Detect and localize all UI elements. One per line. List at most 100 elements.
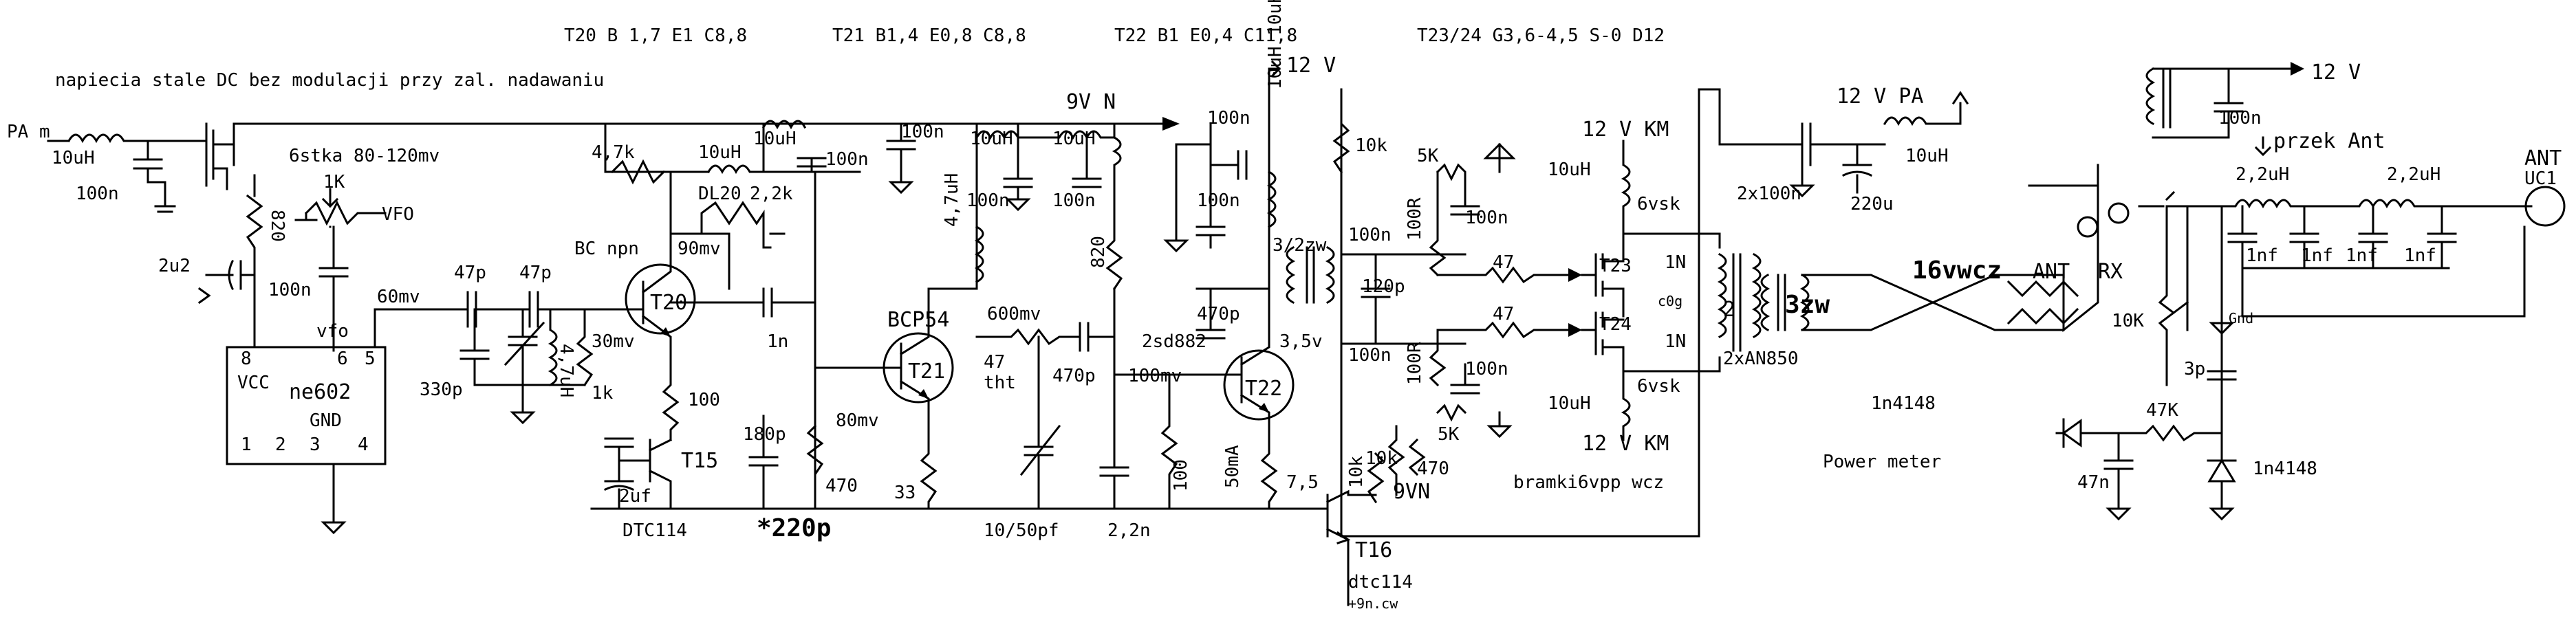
t23-label: T23	[1599, 256, 1632, 276]
t16-stage: T16 dtc114 +9n.cw	[1306, 489, 1413, 612]
c100n-top2-label: 100n	[901, 122, 944, 142]
resistor-470-b	[1408, 438, 1426, 476]
c100n-r-label: 100n	[2218, 108, 2262, 129]
gnd-text-label: Gnd	[2229, 310, 2253, 327]
l10uh-d-label: 10uH	[970, 129, 1013, 149]
t22-voltages-note: T22 B1 E0,4 C11,8	[1114, 25, 1297, 46]
r5k-b-label: 5K	[1438, 424, 1460, 445]
driver-transformer: 3/2zw 100n 120p 100n	[1273, 225, 1466, 366]
inductor-10uh-dl20	[706, 164, 861, 175]
l47uh-b-label: 4,7uH	[942, 173, 962, 227]
inductor-10uh-c	[761, 120, 807, 173]
3zw-label: 3zw	[1785, 291, 1830, 319]
12v-km-bot-label: 12 V KM	[1582, 432, 1669, 456]
vfo-input-label: VFO	[382, 204, 414, 225]
pin2-label: 2	[275, 434, 286, 455]
1n-a-label: 1N	[1665, 252, 1686, 273]
r47k-label: 4,7k	[592, 142, 635, 163]
c100n-f-label: 100n	[1207, 108, 1251, 129]
c100n-top-label: 100n	[825, 149, 869, 170]
tr32zw-label: 3/2zw	[1273, 235, 1327, 256]
r470-a-label: 470	[825, 476, 858, 496]
przek-ant-label: przek Ant	[2273, 129, 2385, 153]
l22uh-b-label: 2,2uH	[2387, 164, 2440, 185]
12v-km-top-label: 12 V KM	[1582, 118, 1669, 142]
inductor-4-7uh-b	[927, 122, 984, 290]
c47p-b-label: 47p	[519, 263, 552, 283]
c2uf-label: 2uf	[619, 486, 651, 507]
v35-label: 3,5v	[1279, 331, 1323, 352]
an850-label: 2xAN850	[1723, 349, 1799, 369]
mosfet-t24	[1581, 311, 1625, 386]
r33-label: 33	[894, 483, 916, 503]
r75-label: 7,5	[1286, 472, 1319, 493]
r10k-c-label: 10k	[1346, 456, 1367, 488]
mv600-label: 600mv	[987, 304, 1041, 324]
resistor-47k-pm	[2131, 424, 2223, 442]
tht-label: tht	[984, 373, 1016, 393]
c100n-j-label: 100n	[1465, 208, 1508, 228]
diode-1n4148-b	[2207, 452, 2237, 521]
pot-1k-vfo	[304, 200, 387, 226]
resistor-100-t15	[662, 370, 680, 441]
6vsk-a-label: 6vsk	[1637, 194, 1680, 214]
t15-stage: 100 T15 2uf DTC114 180p *220p 470 80mv	[590, 370, 1308, 542]
ant-label: ANT	[2524, 146, 2562, 170]
l10uh-input-label: 10uH	[52, 148, 95, 168]
r1k-pot-label: 1K	[323, 172, 345, 192]
c100n-h-label: 100n	[1348, 225, 1392, 245]
capacitor-3p	[2207, 329, 2237, 455]
capacitor-120p	[1340, 253, 1411, 345]
c1050pf-label: 10/50pf	[984, 520, 1059, 541]
bramki-label: bramki6vpp wcz	[1513, 472, 1664, 493]
r100-t15-label: 100	[688, 390, 720, 410]
t16-label: T16	[1355, 538, 1392, 562]
c100n-input-label: 100n	[76, 184, 119, 204]
1nf-a-label: 1nf	[2246, 245, 2278, 266]
r47-b-label: 47	[1493, 304, 1514, 324]
mosfet-pa-switch	[205, 122, 235, 190]
resistor-2-2k	[669, 201, 786, 290]
t15-label: T15	[681, 449, 718, 473]
capacitor-2u2	[205, 259, 256, 291]
dtc114-b-label: dtc114	[1348, 572, 1413, 593]
capacitor-100n-relay	[2152, 67, 2244, 139]
pot-5k-a	[1436, 163, 1466, 187]
t20-voltages-note: T20 B 1,7 E1 C8,8	[564, 25, 747, 46]
r5k-a-label: 5K	[1417, 146, 1439, 166]
1nf-b-label: 1nf	[2301, 245, 2333, 266]
resistor-10k-c	[1367, 452, 1385, 504]
9vn-label: 9VN	[1393, 480, 1430, 504]
capacitor-100n-vfo	[318, 225, 349, 352]
1nf-d-label: 1nf	[2404, 245, 2436, 266]
1nf-c-label: 1nf	[2346, 245, 2378, 266]
t22-label: T22	[1245, 377, 1282, 401]
resistor-47-tht	[975, 328, 1081, 346]
t20-stage: 47p 47p 330p 4,7uH 1k T20 BC npn 90mv 30…	[420, 90, 1116, 510]
resistor-1k-b	[576, 308, 594, 387]
resistor-7-5	[1260, 439, 1278, 510]
c22n-label: 2,2n	[1107, 520, 1151, 541]
c100n-d-label: 100n	[966, 190, 1010, 211]
capacitor-2uf	[603, 459, 635, 510]
dtc114-label: DTC114	[623, 520, 687, 541]
inductor-10uh-input	[67, 133, 208, 144]
mv100-label: 100mv	[1128, 366, 1182, 386]
l10uh-g-label: 10uH	[1548, 159, 1591, 180]
dc-voltages-note: napiecia stale DC bez modulacji przy zal…	[55, 70, 604, 91]
t21-voltages-note: T21 B1,4 E0,8 C8,8	[832, 25, 1026, 46]
power-meter-label: Power meter	[1823, 452, 1941, 472]
1n-b-label: 1N	[1665, 331, 1686, 352]
c100n-k-label: 100n	[1465, 359, 1508, 379]
2sd882-label: 2sd882	[1142, 331, 1206, 352]
transistor-t22	[1223, 349, 1295, 421]
c220u-label: 220u	[1850, 194, 1894, 214]
ne602-name-label: ne602	[289, 380, 351, 404]
dl20-label: DL20	[698, 184, 742, 204]
c2x100n-label: 2x100n	[1737, 184, 1801, 204]
c100n-g-label: 100n	[1197, 190, 1240, 211]
t22-stage: 2sd882 100mv 100 T22 3,5v 50mA 7,5 10uH …	[1113, 0, 1336, 510]
l10uh-pa-label: 10uH	[1905, 146, 1949, 166]
pin4-label: 4	[358, 434, 369, 455]
